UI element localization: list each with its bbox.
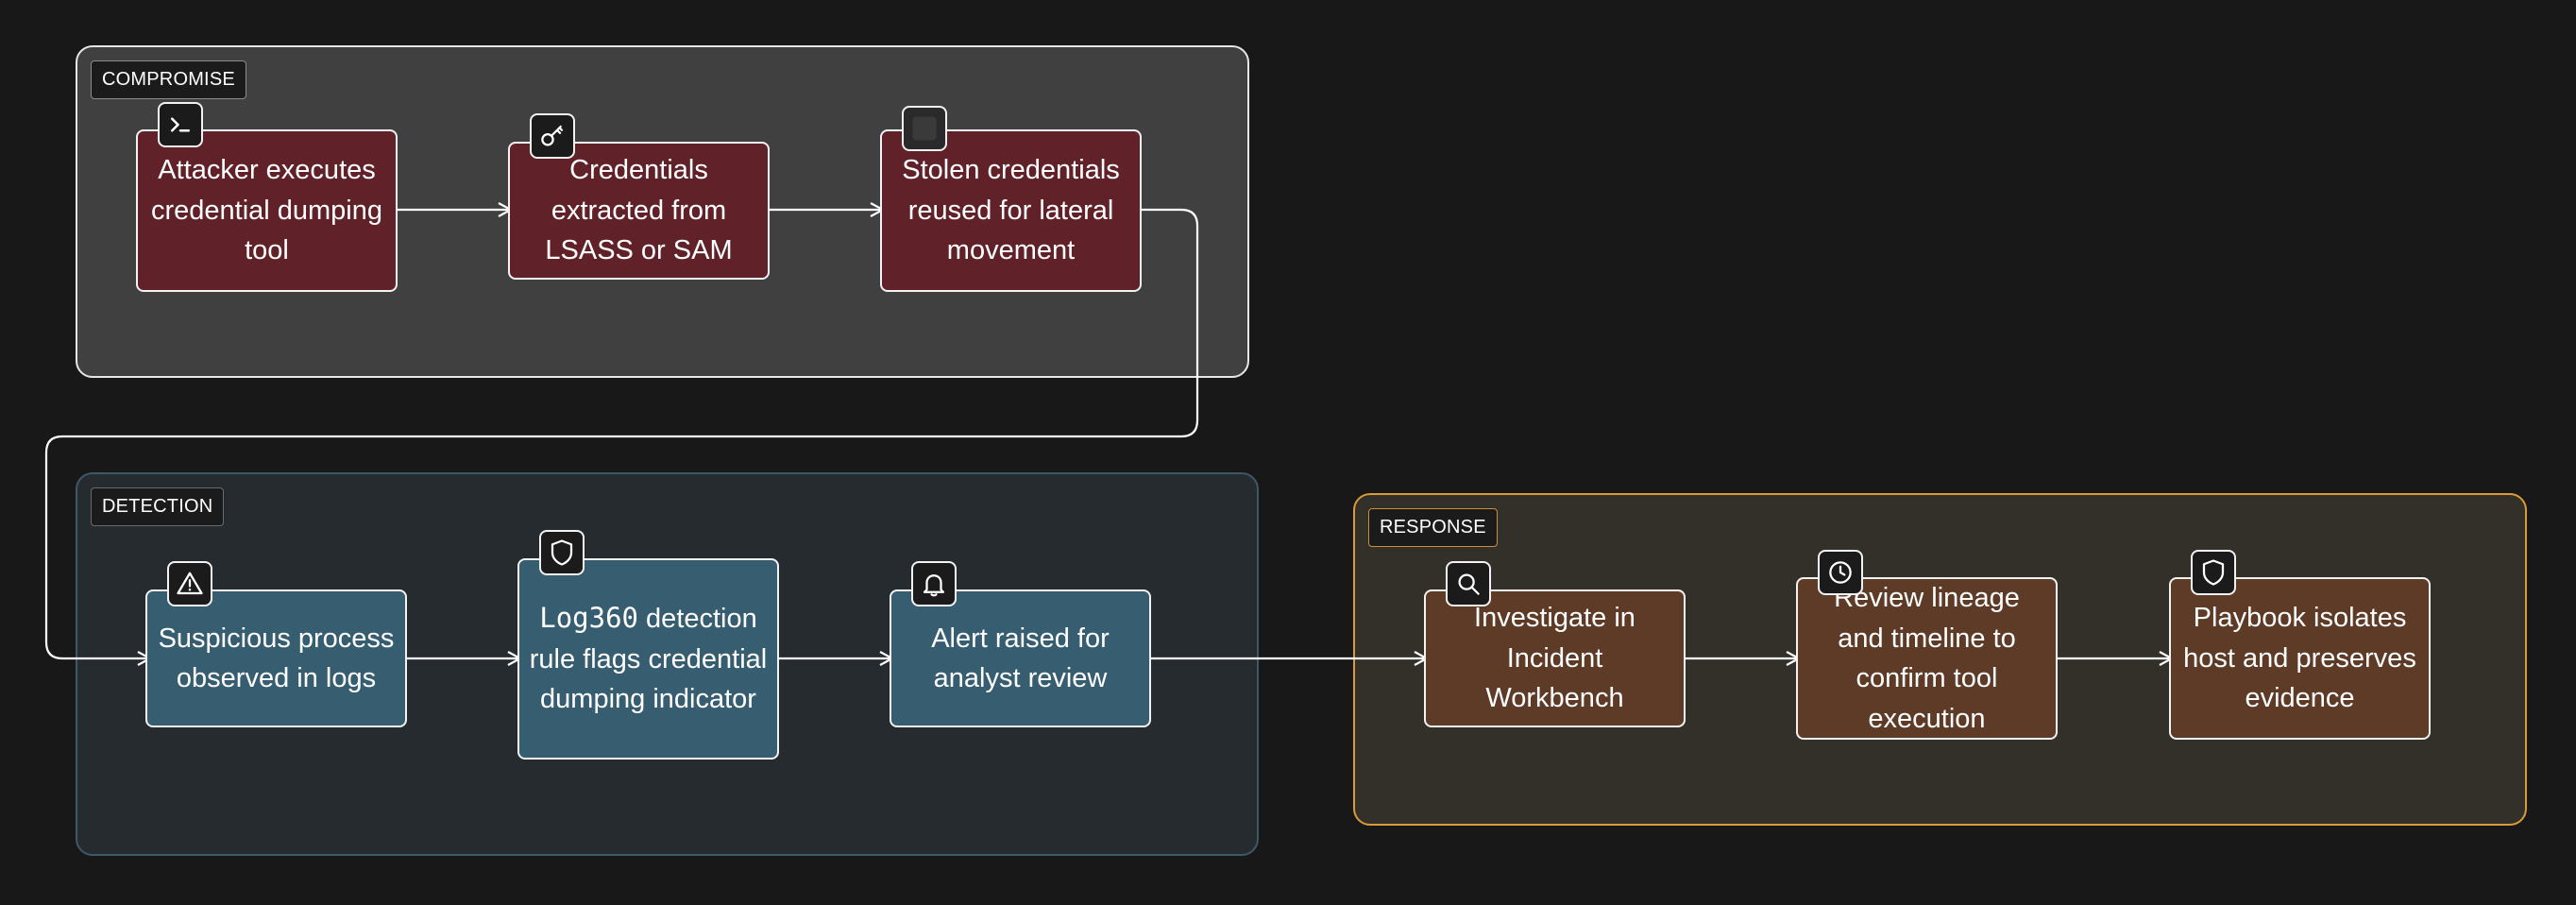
edge-reused-to-suspicious [44,208,1199,658]
node-investigate-text: Investigate in Incident Workbench [1474,603,1635,714]
clock-icon [1818,550,1863,595]
shield-icon [539,530,585,575]
search-icon [1446,561,1491,606]
node-investigate[interactable]: Investigate in Incident Workbench [1424,589,1686,727]
detection-group-label: DETECTION [91,487,225,526]
node-dump-tool-text: Attacker executes credential dumping too… [150,155,383,266]
node-log360-code: Log360 [539,602,638,635]
node-playbook-text: Playbook isolates host and preserves evi… [2183,603,2416,714]
node-reused[interactable]: Stolen credentials reused for lateral mo… [880,129,1142,292]
node-extracted-text: Credentials extracted from LSASS or SAM [545,155,733,266]
terminal-icon [158,102,203,147]
compromise-group-label: COMPROMISE [91,60,246,99]
warning-icon [167,561,212,606]
node-alert-text: Alert raised for analyst review [931,623,1110,694]
node-extracted[interactable]: Credentials extracted from LSASS or SAM [508,142,770,280]
node-log360-rest: detection rule flags credential dumping … [529,604,768,715]
node-suspicious[interactable]: Suspicious process observed in logs [145,589,407,727]
node-reused-text: Stolen credentials reused for lateral mo… [902,155,1120,266]
node-suspicious-text: Suspicious process observed in logs [158,623,395,694]
node-log360-text: Log360 detection rule flags credential d… [529,598,768,720]
node-log360[interactable]: Log360 detection rule flags credential d… [517,558,779,760]
node-alert[interactable]: Alert raised for analyst review [890,589,1151,727]
shield-icon [2191,550,2236,595]
node-playbook[interactable]: Playbook isolates host and preserves evi… [2169,577,2431,740]
key-icon [530,113,575,159]
bell-icon [911,561,957,606]
node-lineage[interactable]: Review lineage and timeline to confirm t… [1796,577,2058,740]
square-icon [902,106,947,151]
node-lineage-text: Review lineage and timeline to confirm t… [1834,583,2020,734]
node-dump-tool[interactable]: Attacker executes credential dumping too… [136,129,398,292]
response-group-label: RESPONSE [1368,508,1498,547]
